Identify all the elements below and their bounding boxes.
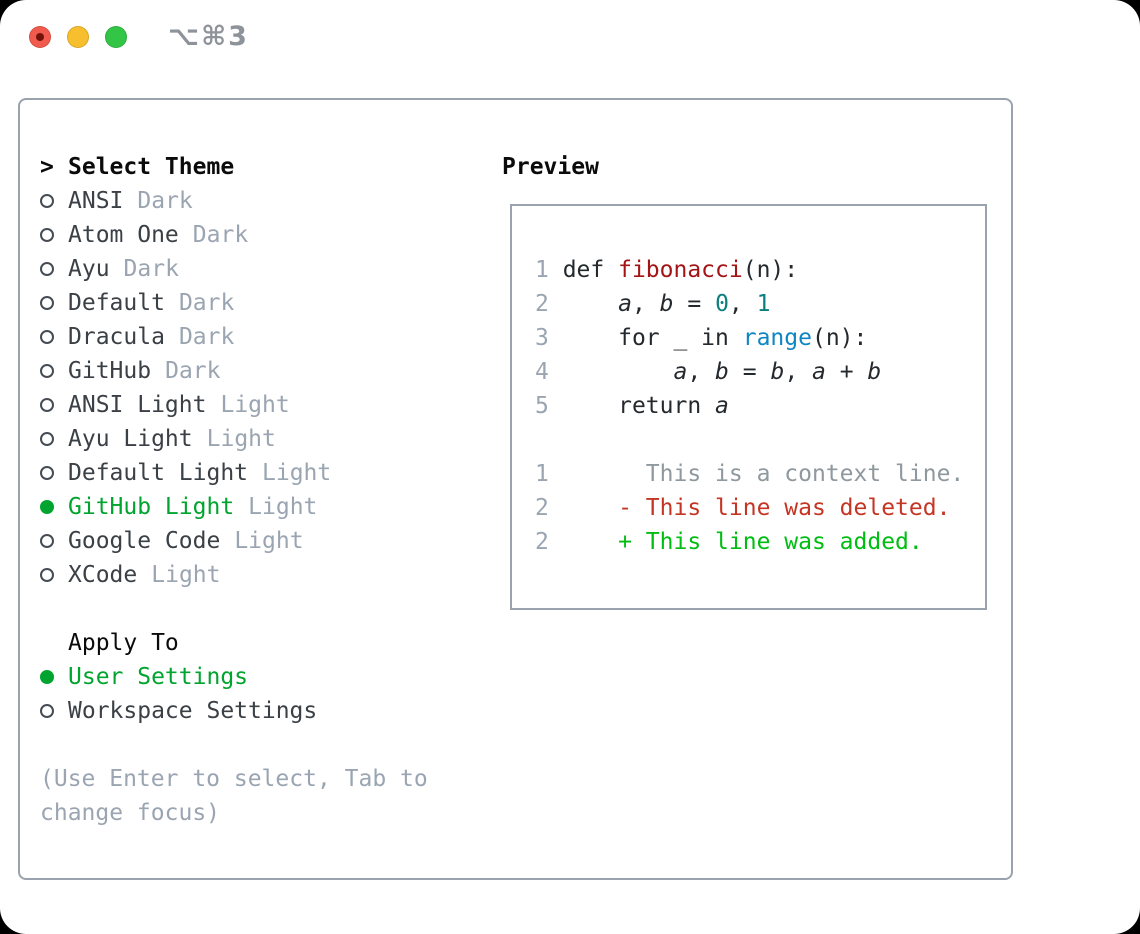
theme-name: GitHub Light xyxy=(68,494,235,520)
radio-icon xyxy=(40,262,54,276)
apply-option-label: User Settings xyxy=(68,664,249,690)
theme-option-ansi-dark[interactable]: ANSI Dark xyxy=(40,184,480,218)
theme-option-ayu-dark[interactable]: Ayu Dark xyxy=(40,252,480,286)
theme-name: Ayu Light xyxy=(68,426,193,452)
theme-variant: Dark xyxy=(178,290,235,316)
theme-option-github-light[interactable]: GitHub Light Light xyxy=(40,490,480,524)
radio-selected-icon xyxy=(40,670,54,684)
apply-option-label: Workspace Settings xyxy=(68,698,318,724)
radio-icon xyxy=(40,194,54,208)
apply-option-workspace-settings[interactable]: Workspace Settings xyxy=(40,694,480,728)
apply-to-header-row: Apply To xyxy=(40,626,480,660)
radio-icon xyxy=(40,398,54,412)
theme-variant: Light xyxy=(220,392,290,418)
apply-to-title: Apply To xyxy=(68,630,179,656)
hint-line-2: change focus) xyxy=(40,800,221,826)
theme-name: Atom One xyxy=(68,222,179,248)
theme-variant: Light xyxy=(206,426,276,452)
theme-option-default-dark[interactable]: Default Dark xyxy=(40,286,480,320)
close-button[interactable] xyxy=(29,26,51,48)
preview-title: Preview xyxy=(502,154,599,180)
theme-name: Dracula xyxy=(68,324,165,350)
apply-option-user-settings[interactable]: User Settings xyxy=(40,660,480,694)
theme-option-default-light[interactable]: Default Light Light xyxy=(40,456,480,490)
theme-list-title: Select Theme xyxy=(68,154,235,180)
theme-name: XCode xyxy=(68,562,138,588)
radio-icon xyxy=(40,330,54,344)
title-bar: ⌥⌘3 xyxy=(0,0,1140,98)
diff-added-line: 2 + This line was added. xyxy=(535,529,923,555)
theme-variant: Dark xyxy=(178,324,235,350)
window-title: ⌥⌘3 xyxy=(168,21,249,52)
theme-name: ANSI xyxy=(68,188,124,214)
diff-context-line: 1 This is a context line. xyxy=(535,461,965,487)
theme-variant: Dark xyxy=(137,188,193,214)
theme-option-ansi-light[interactable]: ANSI Light Light xyxy=(40,388,480,422)
theme-option-atom-one-dark[interactable]: Atom One Dark xyxy=(40,218,480,252)
code-line: 1 def fibonacci(n): xyxy=(535,257,799,283)
minimize-button[interactable] xyxy=(67,26,89,48)
theme-option-google-code[interactable]: Google Code Light xyxy=(40,524,480,558)
theme-option-github-dark[interactable]: GitHub Dark xyxy=(40,354,480,388)
cursor-icon: > xyxy=(40,154,54,180)
theme-option-dracula-dark[interactable]: Dracula Dark xyxy=(40,320,480,354)
code-line: 3 for _ in range(n): xyxy=(535,325,868,351)
theme-name: ANSI Light xyxy=(68,392,207,418)
hint-line-1: (Use Enter to select, Tab to xyxy=(40,766,428,792)
radio-icon xyxy=(40,704,54,718)
keyboard-hint: (Use Enter to select, Tab to change focus… xyxy=(40,762,480,830)
theme-variant: Light xyxy=(248,494,318,520)
theme-list-header-row: > Select Theme xyxy=(40,150,480,184)
theme-option-ayu-light[interactable]: Ayu Light Light xyxy=(40,422,480,456)
radio-icon xyxy=(40,228,54,242)
preview-section: Preview 1 def fibonacci(n): 2 a, b = 0, … xyxy=(502,150,1007,610)
theme-name: GitHub xyxy=(68,358,152,384)
theme-name: Default xyxy=(68,290,165,316)
zoom-button[interactable] xyxy=(105,26,127,48)
preview-box: 1 def fibonacci(n): 2 a, b = 0, 1 3 for … xyxy=(510,204,987,610)
theme-variant: Light xyxy=(151,562,221,588)
radio-icon xyxy=(40,466,54,480)
radio-icon xyxy=(40,534,54,548)
theme-variant: Dark xyxy=(123,256,179,282)
theme-name: Default Light xyxy=(68,460,249,486)
theme-variant: Light xyxy=(234,528,304,554)
radio-selected-icon xyxy=(40,500,54,514)
code-line: 5 return a xyxy=(535,393,729,419)
theme-name: Ayu xyxy=(68,256,110,282)
theme-variant: Dark xyxy=(165,358,221,384)
code-line: 2 a, b = 0, 1 xyxy=(535,291,771,317)
radio-icon xyxy=(40,432,54,446)
radio-icon xyxy=(40,296,54,310)
theme-name: Google Code xyxy=(68,528,221,554)
theme-option-xcode[interactable]: XCode Light xyxy=(40,558,480,592)
theme-variant: Dark xyxy=(192,222,249,248)
traffic-lights xyxy=(29,26,127,48)
theme-variant: Light xyxy=(262,460,332,486)
diff-deleted-line: 2 - This line was deleted. xyxy=(535,495,951,521)
radio-icon xyxy=(40,364,54,378)
code-line: 4 a, b = b, a + b xyxy=(535,359,882,385)
radio-icon xyxy=(40,568,54,582)
